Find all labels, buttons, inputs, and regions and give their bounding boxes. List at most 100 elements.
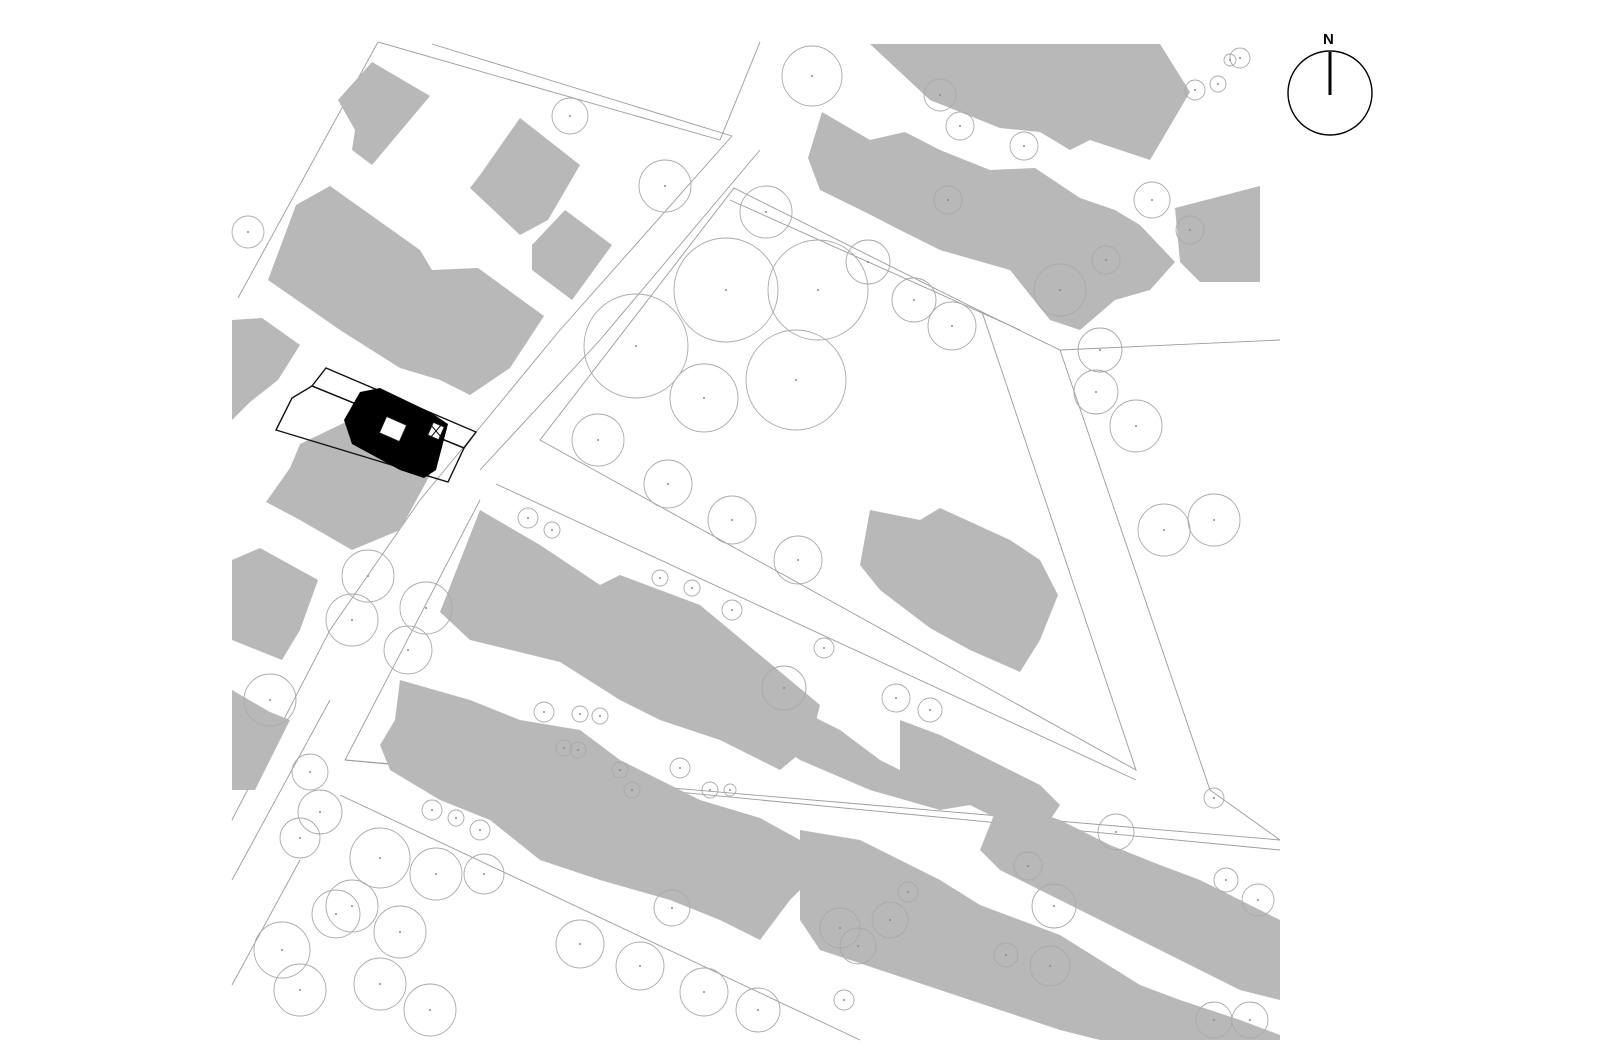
tree-trunk bbox=[1194, 89, 1196, 91]
tree-canopy bbox=[469, 819, 491, 841]
tree-canopy bbox=[833, 989, 855, 1011]
tree-canopy bbox=[917, 697, 943, 723]
tree-canopy bbox=[571, 705, 589, 723]
tree-canopy bbox=[701, 781, 719, 799]
tree-trunk bbox=[839, 927, 841, 929]
building bbox=[232, 318, 300, 420]
tree-canopy bbox=[1033, 263, 1087, 317]
building bbox=[268, 186, 544, 395]
tree-canopy bbox=[1213, 867, 1239, 893]
tree-canopy bbox=[273, 963, 327, 1017]
tree-trunk bbox=[703, 397, 705, 399]
tree-trunk bbox=[1095, 391, 1097, 393]
street-lines bbox=[231, 41, 1281, 1041]
tree-canopy bbox=[1031, 883, 1077, 929]
tree-trunk bbox=[309, 771, 311, 773]
tree-trunk bbox=[563, 747, 565, 749]
tree-canopy bbox=[341, 549, 395, 603]
trees bbox=[231, 45, 1275, 1039]
tree-trunk bbox=[299, 989, 301, 991]
street-line bbox=[1059, 349, 1281, 841]
tree-trunk bbox=[929, 709, 931, 711]
street-line bbox=[431, 43, 733, 137]
tree-canopy bbox=[583, 293, 689, 399]
tree-trunk bbox=[1213, 519, 1215, 521]
street-line bbox=[719, 41, 761, 141]
tree-canopy bbox=[651, 569, 669, 587]
tree-canopy bbox=[291, 753, 329, 791]
tree-trunk bbox=[597, 439, 599, 441]
tree-canopy bbox=[707, 495, 757, 545]
tree-trunk bbox=[1115, 831, 1117, 833]
tree-canopy bbox=[1009, 131, 1039, 161]
tree-canopy bbox=[945, 111, 975, 141]
tree-trunk bbox=[1005, 954, 1007, 956]
tree-canopy bbox=[897, 881, 919, 903]
tree-trunk bbox=[599, 715, 601, 717]
tree-trunk bbox=[811, 75, 813, 77]
tree-canopy bbox=[1091, 245, 1121, 275]
tree-canopy bbox=[1077, 327, 1123, 373]
street-line bbox=[231, 699, 331, 881]
tree-trunk bbox=[757, 1009, 759, 1011]
tree-trunk bbox=[1099, 349, 1101, 351]
street-line bbox=[377, 41, 721, 141]
tree-canopy bbox=[517, 507, 539, 529]
tree-trunk bbox=[367, 575, 369, 577]
tree-canopy bbox=[839, 927, 877, 965]
north-arrow-circle bbox=[1287, 50, 1373, 136]
tree-trunk bbox=[857, 945, 859, 947]
tree-canopy bbox=[1187, 493, 1241, 547]
tree-canopy bbox=[311, 889, 361, 939]
tree-canopy bbox=[881, 683, 911, 713]
tree-trunk bbox=[1023, 145, 1025, 147]
tree-trunk bbox=[635, 345, 637, 347]
tree-trunk bbox=[817, 289, 819, 291]
building bbox=[870, 44, 1190, 160]
tree-trunk bbox=[907, 891, 909, 893]
tree-trunk bbox=[951, 325, 953, 327]
tree-trunk bbox=[1189, 229, 1191, 231]
tree-canopy bbox=[767, 239, 869, 341]
tree-canopy bbox=[1133, 181, 1171, 219]
tree-canopy bbox=[745, 329, 847, 431]
tree-trunk bbox=[351, 905, 353, 907]
tree-trunk bbox=[335, 913, 337, 915]
tree-canopy bbox=[1073, 369, 1119, 415]
tree-trunk bbox=[431, 809, 433, 811]
tree-trunk bbox=[729, 789, 731, 791]
tree-canopy bbox=[1097, 813, 1135, 851]
tree-canopy bbox=[551, 97, 589, 135]
tree-trunk bbox=[1217, 83, 1219, 85]
tree-canopy bbox=[638, 159, 692, 213]
tree-canopy bbox=[923, 78, 957, 112]
building bbox=[800, 830, 1280, 1040]
tree-canopy bbox=[1109, 399, 1163, 453]
subject-property bbox=[275, 367, 478, 483]
tree-canopy bbox=[349, 827, 411, 889]
building bbox=[980, 800, 1280, 1000]
tree-trunk bbox=[731, 519, 733, 521]
street-line bbox=[231, 135, 733, 821]
tree-trunk bbox=[765, 211, 767, 213]
tree-canopy bbox=[373, 905, 427, 959]
tree-trunk bbox=[679, 767, 681, 769]
tree-trunk bbox=[1213, 797, 1215, 799]
tree-trunk bbox=[1249, 1019, 1251, 1021]
tree-canopy bbox=[611, 761, 629, 779]
tree-canopy bbox=[1231, 1001, 1269, 1039]
tree-canopy bbox=[721, 599, 743, 621]
tree-canopy bbox=[1184, 79, 1206, 101]
tree-canopy bbox=[243, 673, 297, 727]
tree-canopy bbox=[591, 707, 609, 725]
tree-trunk bbox=[939, 94, 941, 96]
tree-trunk bbox=[843, 999, 845, 1001]
street-line bbox=[729, 199, 1021, 331]
street-line bbox=[479, 149, 761, 471]
courtyard bbox=[378, 415, 408, 443]
tree-canopy bbox=[891, 277, 937, 323]
tree-trunk bbox=[709, 789, 711, 791]
tree-canopy bbox=[871, 901, 909, 939]
tree-canopy bbox=[463, 853, 505, 895]
tree-trunk bbox=[1229, 59, 1231, 61]
